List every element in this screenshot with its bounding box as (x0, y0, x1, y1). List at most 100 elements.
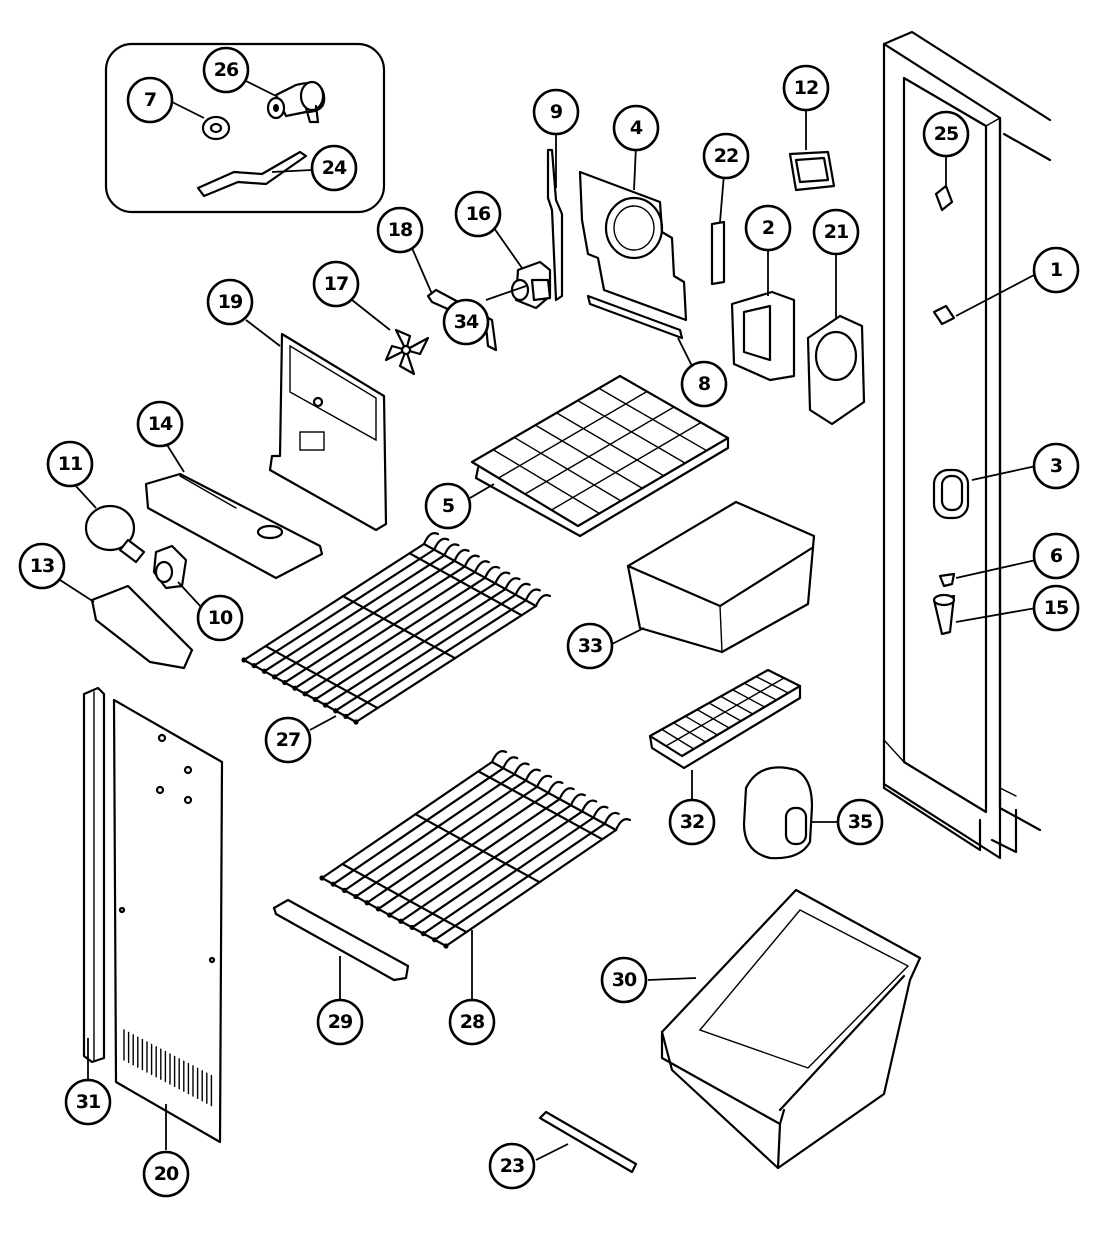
callout-3: 3 (1032, 442, 1080, 490)
callout-17: 17 (312, 260, 360, 308)
part-27-wire-shelf (241, 532, 552, 725)
callout-1: 1 (1032, 246, 1080, 294)
part-26-valve (266, 80, 326, 124)
part-24-tube (196, 150, 308, 198)
part-13-lens (90, 584, 194, 670)
part-3-handle-cap (932, 468, 970, 520)
part-10-socket (152, 544, 188, 590)
svg-text:17: 17 (324, 273, 348, 295)
leader-lines (59, 79, 1037, 1161)
kit-inset-box (104, 42, 386, 214)
svg-text:18: 18 (388, 219, 413, 241)
part-18-bracket (426, 288, 498, 352)
svg-text:25: 25 (934, 123, 958, 145)
callout-25: 25 (922, 110, 970, 158)
callout-31: 31 (64, 1078, 112, 1126)
part-6-screw (938, 572, 956, 588)
part-19-rear-cover (268, 332, 388, 532)
part-9-rod (546, 148, 564, 302)
svg-text:15: 15 (1044, 597, 1068, 619)
callout-30: 30 (600, 956, 648, 1004)
part-12-clip (788, 150, 836, 192)
part-22-bracket (710, 220, 726, 286)
callout-8: 8 (680, 360, 728, 408)
svg-text:9: 9 (550, 101, 562, 123)
part-2-housing (730, 290, 796, 382)
svg-text:5: 5 (442, 495, 454, 517)
svg-text:4: 4 (630, 117, 643, 139)
part-20-side-panel (112, 698, 224, 1144)
svg-text:20: 20 (154, 1163, 179, 1185)
part-29-shelf-trim (272, 898, 410, 982)
callout-26: 26 (202, 46, 250, 94)
svg-text:1: 1 (1050, 259, 1062, 281)
callout-28: 28 (448, 998, 496, 1046)
part-30-drawer (660, 888, 922, 1170)
callout-12: 12 (782, 64, 830, 112)
callout-27: 27 (264, 716, 312, 764)
part-14-light-cover (144, 472, 324, 580)
part-17-fan-blade (384, 328, 430, 376)
svg-text:8: 8 (698, 373, 711, 395)
part-21-fan-shroud (806, 314, 866, 426)
part-35-knob (742, 766, 814, 860)
svg-text:33: 33 (578, 635, 602, 657)
svg-text:29: 29 (328, 1011, 352, 1033)
svg-text:35: 35 (848, 811, 872, 833)
callout-2: 2 (744, 204, 792, 252)
svg-text:13: 13 (30, 555, 54, 577)
svg-text:24: 24 (322, 157, 347, 179)
callout-7: 7 (126, 76, 174, 124)
svg-text:31: 31 (76, 1091, 100, 1113)
callout-19: 19 (206, 278, 254, 326)
svg-text:12: 12 (794, 77, 818, 99)
callout-13: 13 (18, 542, 66, 590)
callout-32: 32 (668, 798, 716, 846)
part-33-ice-bin (626, 500, 816, 654)
callout-24: 24 (310, 144, 358, 192)
part-31-trim-strip (82, 686, 106, 1064)
part-28-wire-shelf (319, 750, 632, 949)
svg-text:2: 2 (762, 217, 774, 239)
svg-text:21: 21 (824, 221, 848, 243)
callout-16: 16 (454, 190, 502, 238)
svg-text:11: 11 (58, 453, 82, 475)
callout-4: 4 (612, 104, 660, 152)
svg-text:3: 3 (1050, 455, 1062, 477)
svg-text:32: 32 (680, 811, 704, 833)
svg-text:23: 23 (500, 1155, 524, 1177)
callout-10: 10 (196, 594, 244, 642)
callout-22: 22 (702, 132, 750, 180)
part-32-ice-tray (648, 668, 802, 770)
part-34-clip (530, 278, 552, 302)
callout-14: 14 (136, 400, 184, 448)
part-8-strip (586, 294, 684, 340)
svg-text:28: 28 (460, 1011, 485, 1033)
part-15-screw (932, 593, 956, 636)
callout-35: 35 (836, 798, 884, 846)
callout-33: 33 (566, 622, 614, 670)
callout-29: 29 (316, 998, 364, 1046)
part-11-light-bulb (84, 504, 146, 564)
door-frame (882, 30, 1052, 860)
callout-20: 20 (142, 1150, 190, 1198)
svg-text:7: 7 (144, 89, 156, 111)
svg-text:22: 22 (714, 145, 738, 167)
part-25-screw-cap (934, 184, 954, 212)
callout-6: 6 (1032, 532, 1080, 580)
callout-18: 18 (376, 206, 424, 254)
svg-text:6: 6 (1050, 545, 1063, 567)
part-5-freezer-shelf (470, 374, 730, 538)
svg-text:27: 27 (276, 729, 300, 751)
svg-text:14: 14 (148, 413, 173, 435)
svg-text:30: 30 (612, 969, 637, 991)
svg-text:34: 34 (454, 311, 479, 333)
svg-text:16: 16 (466, 203, 491, 225)
svg-text:19: 19 (218, 291, 242, 313)
svg-text:26: 26 (214, 59, 239, 81)
callout-11: 11 (46, 440, 94, 488)
callout-23: 23 (488, 1142, 536, 1190)
part-23-strip (538, 1110, 638, 1174)
callout-21: 21 (812, 208, 860, 256)
part-4-mounting-plate (578, 170, 688, 322)
